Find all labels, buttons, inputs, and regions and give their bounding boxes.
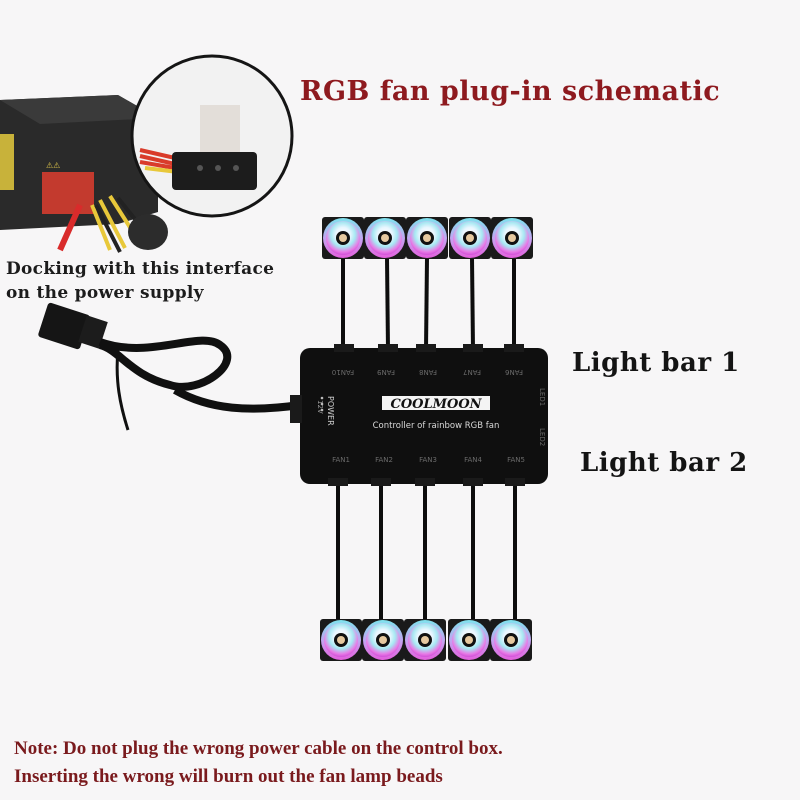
- power-supply-caption-line1: Docking with this interface: [6, 259, 275, 279]
- port-label-top: FAN9: [377, 368, 395, 376]
- bottom-fans: [320, 619, 532, 661]
- molex-cable: [38, 302, 301, 431]
- port-label-top: FAN6: [505, 368, 523, 376]
- port-label-bottom: FAN2: [375, 456, 393, 464]
- port-label-top: FAN7: [463, 368, 481, 376]
- top-fans: [322, 217, 533, 259]
- port-label-top: FAN10: [332, 368, 354, 376]
- controller-subtitle: Controller of rainbow RGB fan: [373, 421, 500, 431]
- svg-text:⚠⚠: ⚠⚠: [46, 161, 60, 170]
- led-port-label: LED2: [538, 428, 546, 446]
- port-label-bottom: FAN5: [507, 456, 525, 464]
- led-port-label: LED1: [538, 388, 546, 406]
- page-title: RGB fan plug-in schematic: [300, 76, 721, 107]
- port-label-bottom: FAN1: [332, 456, 350, 464]
- power-supply-image: ⚠⚠: [0, 54, 294, 253]
- warning-note-line1: Note: Do not plug the wrong power cable …: [14, 738, 503, 759]
- port-label-top: FAN8: [419, 368, 437, 376]
- light-bar-1-label: Light bar 1: [572, 348, 740, 378]
- light-bar-strips: [538, 393, 772, 437]
- light-bar-2-label: Light bar 2: [580, 448, 748, 478]
- power-supply-caption: Docking with this interface on the power…: [6, 257, 274, 305]
- voltage-label: 12V: [316, 400, 324, 414]
- warning-note: Note: Do not plug the wrong power cable …: [14, 735, 503, 791]
- brand-label: COOLMOON: [390, 397, 482, 412]
- controller-box: COOLMOON Controller of rainbow RGB fan F…: [290, 344, 548, 486]
- power-label: POWER: [326, 396, 335, 426]
- bottom-fan-wires: [336, 482, 517, 620]
- power-supply-caption-line2: on the power supply: [6, 283, 204, 303]
- port-label-bottom: FAN4: [464, 456, 482, 464]
- warning-note-line2: Inserting the wrong will burn out the fa…: [14, 766, 443, 787]
- port-label-bottom: FAN3: [419, 456, 437, 464]
- top-fan-wires: [341, 257, 516, 351]
